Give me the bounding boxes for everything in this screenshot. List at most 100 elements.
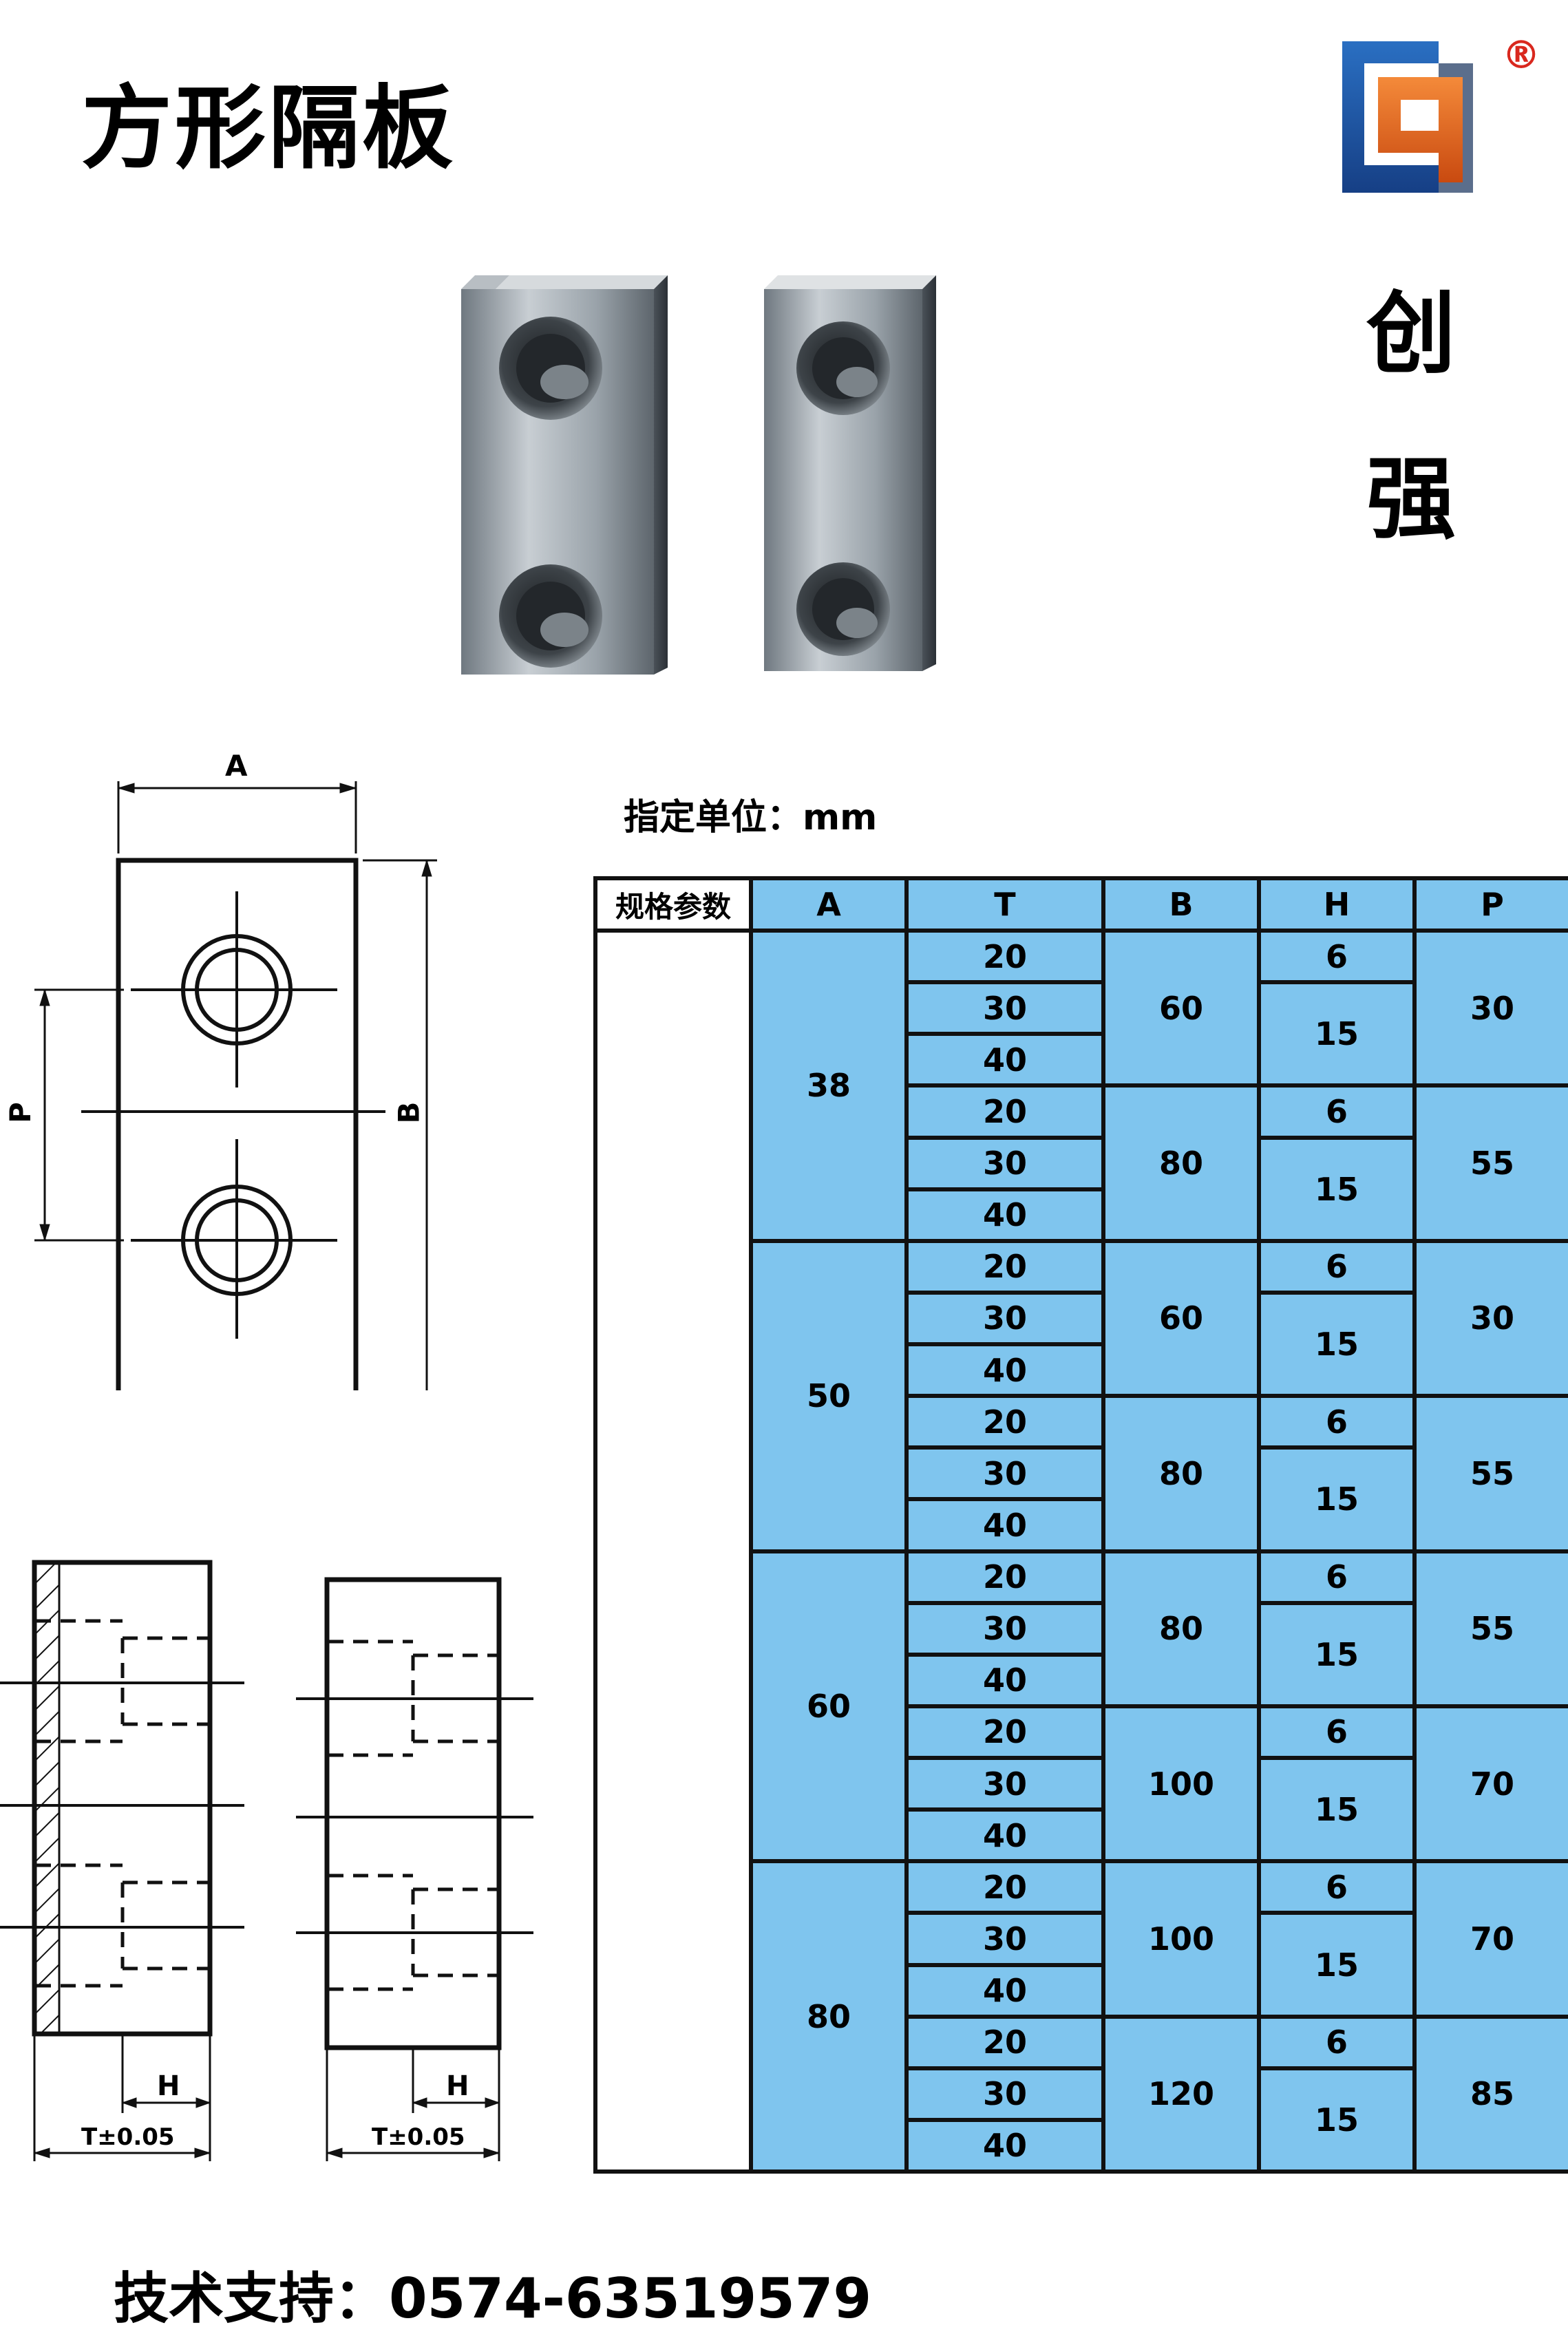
header-t: T [904, 876, 1105, 933]
cell-a: 80 [749, 1859, 909, 2174]
header-p: P [1412, 876, 1568, 933]
table-row: 40 [595, 1807, 1568, 1864]
cell-b: 120 [1101, 2014, 1261, 2174]
cell-h: 6 [1257, 1549, 1417, 1605]
cell-t: 20 [904, 1238, 1105, 1295]
cell-h: 6 [1257, 1859, 1417, 1916]
cell-t: 30 [904, 1911, 1105, 1967]
cell-t: 30 [904, 1135, 1105, 1191]
cell-t: 30 [904, 1755, 1105, 1812]
cell-p: 85 [1412, 2014, 1568, 2174]
cell-p: 55 [1412, 1549, 1568, 1708]
brand-char-2: 强 [1366, 447, 1456, 551]
cell-t: 20 [904, 1704, 1105, 1761]
cell-t: 20 [904, 1549, 1105, 1605]
side-view-drawings [0, 1560, 533, 2161]
cell-t: 40 [904, 1962, 1105, 2019]
cell-p: 70 [1412, 1859, 1568, 2019]
cell-h: 6 [1257, 1238, 1417, 1295]
table-header-row: 规格参数 A T B H P [593, 876, 1568, 933]
cell-h: 6 [1257, 1394, 1417, 1450]
table-row: 30 15 [595, 1600, 1568, 1708]
cell-b: 60 [1101, 1238, 1261, 1399]
cell-a: 38 [749, 929, 909, 1243]
cell-t: 40 [904, 1807, 1105, 1864]
spec-blank-cell [593, 929, 753, 2174]
cell-h: 6 [1257, 1083, 1417, 1140]
cell-t: 40 [904, 1497, 1105, 1553]
table-row: 40 [595, 1341, 1568, 1399]
cell-t: 30 [904, 1445, 1105, 1502]
cell-a: 50 [749, 1238, 909, 1553]
table-row: 30 15 [595, 980, 1568, 1088]
unit-label: 指定单位：mm [624, 797, 878, 838]
header-b: B [1101, 876, 1261, 933]
cell-p: 55 [1412, 1394, 1568, 1553]
cell-t: 40 [904, 2117, 1105, 2174]
cell-t: 20 [904, 928, 1105, 985]
cell-h: 15 [1257, 980, 1417, 1088]
table-row: 40 [595, 1497, 1568, 1553]
cell-t: 40 [904, 1032, 1105, 1088]
cell-h: 6 [1257, 928, 1417, 985]
dim-label-h-right: H [446, 2070, 469, 2102]
cell-b: 80 [1101, 1394, 1261, 1553]
product-photo [461, 275, 936, 675]
cell-t: 30 [904, 1600, 1105, 1657]
cell-p: 30 [1412, 1238, 1568, 1399]
cell-p: 70 [1412, 1704, 1568, 1864]
cell-h: 15 [1257, 1445, 1417, 1553]
cell-b: 100 [1101, 1704, 1261, 1864]
table-row: 30 15 [595, 1445, 1568, 1553]
brand-char-1: 创 [1366, 282, 1456, 386]
dim-label-b: B [392, 1101, 426, 1124]
table-row: 40 [595, 1187, 1568, 1243]
header-h: H [1257, 876, 1417, 933]
table-row: 40 [595, 1962, 1568, 2019]
table-row: 40 [595, 2117, 1568, 2174]
cell-h: 15 [1257, 2066, 1417, 2174]
table-row: 30 15 [595, 1135, 1568, 1243]
table-row: 30 15 [595, 1911, 1568, 2019]
table-row: 40 [595, 1032, 1568, 1088]
cell-t: 20 [904, 1859, 1105, 1916]
cell-t: 30 [904, 980, 1105, 1037]
cell-t: 40 [904, 1652, 1105, 1708]
cell-h: 15 [1257, 1755, 1417, 1864]
cell-h: 6 [1257, 1704, 1417, 1761]
page-title: 方形隔板 [81, 76, 456, 182]
cell-h: 15 [1257, 1290, 1417, 1399]
table-row: 30 15 [595, 1290, 1568, 1399]
cell-h: 15 [1257, 1135, 1417, 1243]
cell-t: 20 [904, 1394, 1105, 1450]
dim-label-t-right: T±0.05 [372, 2123, 465, 2151]
cell-b: 80 [1101, 1083, 1261, 1243]
brand-logo [1342, 41, 1473, 193]
cell-b: 80 [1101, 1549, 1261, 1708]
cell-t: 20 [904, 1083, 1105, 1140]
dim-label-p: P [3, 1102, 37, 1123]
cell-h: 15 [1257, 1600, 1417, 1708]
table-row: 30 15 [595, 1755, 1568, 1864]
cell-p: 30 [1412, 928, 1568, 1088]
cell-b: 60 [1101, 928, 1261, 1088]
cell-t: 30 [904, 2066, 1105, 2122]
cell-h: 6 [1257, 2014, 1417, 2070]
cell-h: 15 [1257, 1911, 1417, 2019]
cell-p: 55 [1412, 1083, 1568, 1243]
registered-mark: ® [1502, 33, 1540, 78]
tech-support: 技术支持：0574-63519579 [114, 2267, 872, 2331]
cell-t: 30 [904, 1290, 1105, 1347]
cell-t: 40 [904, 1187, 1105, 1243]
table-row: 30 15 [595, 2066, 1568, 2174]
